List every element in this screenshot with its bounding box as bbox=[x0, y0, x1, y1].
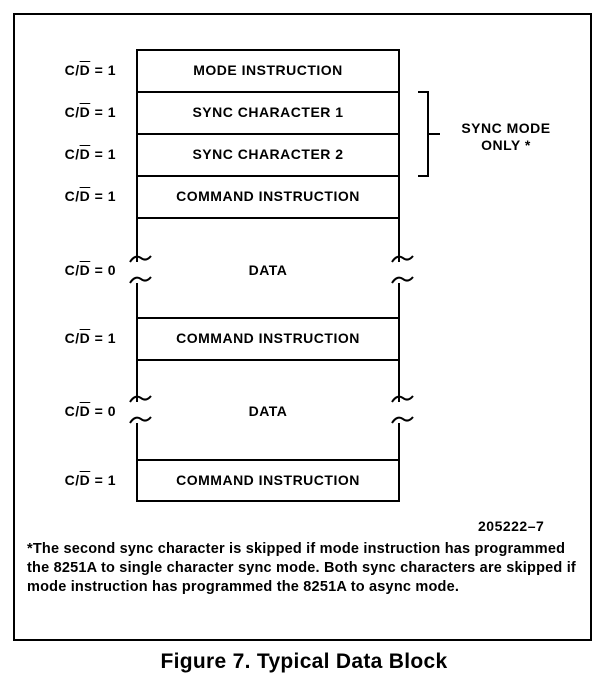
break-mark bbox=[129, 416, 152, 424]
figure-frame bbox=[13, 13, 592, 641]
break-mark bbox=[129, 276, 152, 284]
block-command-instruction: COMMAND INSTRUCTION bbox=[176, 188, 360, 204]
cd-label: C/D = 0 bbox=[64, 262, 116, 278]
figure-caption: Figure 7. Typical Data Block bbox=[160, 650, 448, 673]
cd-label: C/D = 1 bbox=[64, 62, 116, 78]
break-mark bbox=[129, 255, 152, 263]
block-sync-character-2: SYNC CHARACTER 2 bbox=[192, 146, 344, 162]
block-command-instruction: COMMAND INSTRUCTION bbox=[176, 472, 360, 488]
figure-id: 205222–7 bbox=[478, 518, 545, 534]
break-mark bbox=[391, 255, 414, 263]
sync-mode-note: SYNC MODE ONLY * bbox=[461, 120, 551, 153]
cd-label: C/D = 1 bbox=[64, 472, 116, 488]
block-data: DATA bbox=[248, 403, 288, 419]
block-sync-character-1: SYNC CHARACTER 1 bbox=[192, 104, 344, 120]
cd-label: C/D = 1 bbox=[64, 330, 116, 346]
footnote: *The second sync character is skipped if… bbox=[27, 541, 576, 595]
break-mark bbox=[129, 395, 152, 403]
break-mark bbox=[391, 276, 414, 284]
break-mark bbox=[391, 395, 414, 403]
cd-label: C/D = 1 bbox=[64, 146, 116, 162]
sync-bracket bbox=[418, 91, 440, 177]
cd-label: C/D = 1 bbox=[64, 188, 116, 204]
block-command-instruction: COMMAND INSTRUCTION bbox=[176, 330, 360, 346]
block-mode-instruction: MODE INSTRUCTION bbox=[193, 62, 343, 78]
cd-label: C/D = 0 bbox=[64, 403, 116, 419]
cd-label: C/D = 1 bbox=[64, 104, 116, 120]
break-mark bbox=[391, 416, 414, 424]
block-data: DATA bbox=[248, 262, 288, 278]
